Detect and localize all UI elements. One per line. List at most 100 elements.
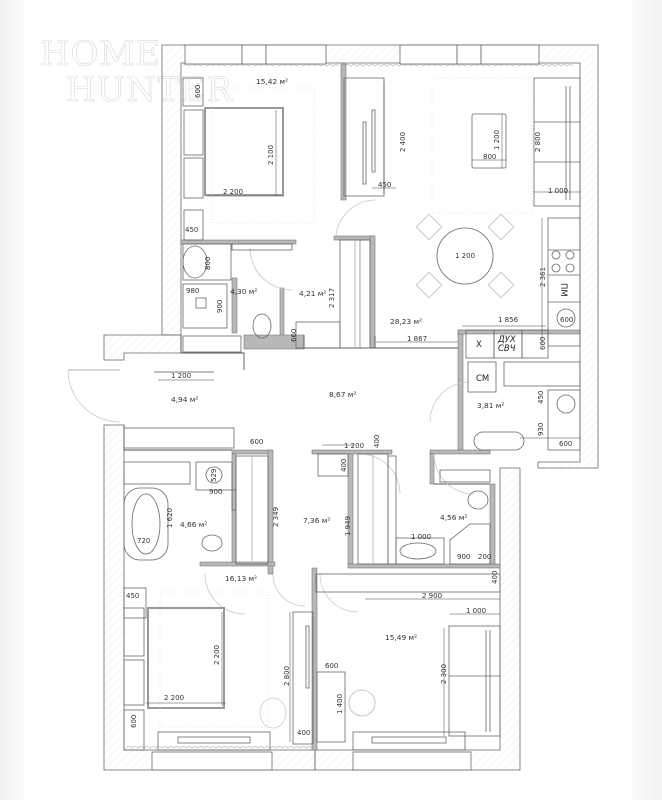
dim-label: 600 — [130, 715, 138, 728]
exterior-walls — [103, 44, 599, 771]
dimension-lines — [146, 82, 580, 742]
entry-furniture — [123, 371, 235, 449]
dim-label: 450 — [126, 592, 139, 600]
dim-label: 1 620 — [166, 508, 174, 528]
sofa-top — [533, 77, 581, 207]
kitchen-furniture — [465, 217, 581, 451]
door-swings — [67, 199, 475, 615]
dim-label: 600 — [539, 337, 547, 350]
dim-label: 1 856 — [498, 316, 519, 324]
dim-label: 2 200 — [164, 694, 184, 702]
dim-label: 720 — [137, 537, 150, 545]
dim-label: 400 — [373, 435, 381, 448]
dim-label: 900 — [209, 488, 222, 496]
living-furniture — [415, 77, 581, 299]
rug-top — [211, 87, 315, 224]
area-wardrobe-top: 4,21 м² — [299, 289, 326, 298]
wardrobe-top-door — [335, 199, 377, 237]
area-bath-left: 4,66 м² — [180, 520, 207, 529]
dim-label: 2 361 — [539, 267, 547, 287]
oven-label: ДУХ — [497, 335, 516, 345]
dim-label: 600 — [325, 662, 338, 670]
area-bedroom-bottom-right: 15,49 м² — [385, 633, 417, 642]
dim-label: 1 200 — [493, 130, 501, 150]
dim-label: 900 — [457, 553, 470, 561]
dim-label: 980 — [186, 287, 199, 295]
bedroom-bottom-right-furniture — [315, 573, 501, 751]
bath-right-furniture — [395, 469, 491, 565]
dim-label: 2 200 — [223, 188, 243, 196]
area-bath-top: 4,30 м² — [230, 287, 257, 296]
appliance-labels: Х ДУХ СВЧ СМ ПМ — [476, 283, 568, 384]
dim-label: 529 — [210, 469, 218, 482]
dim-label: 2 800 — [534, 132, 542, 152]
page-edge-right — [632, 0, 662, 800]
dim-label: 660 — [290, 329, 298, 342]
dim-label: 2 200 — [213, 645, 221, 665]
coffee-table — [471, 113, 507, 169]
area-entry: 4,94 м² — [171, 395, 198, 404]
dishwasher-label: ПМ — [558, 283, 568, 297]
dim-label: 450 — [185, 226, 198, 234]
dim-label: 600 — [560, 316, 573, 324]
area-bedroom-bottom-left: 16,13 м² — [225, 574, 257, 583]
dim-label: 1 200 — [455, 252, 475, 260]
dim-label: 1 000 — [466, 607, 486, 615]
bed-bottom-left — [147, 607, 225, 709]
dim-label: 600 — [559, 440, 572, 448]
area-living-kitchen: 28,23 м² — [390, 317, 422, 326]
dim-label: 1 949 — [344, 516, 352, 536]
dim-label: 200 — [478, 553, 491, 561]
wardrobe-top — [343, 77, 385, 197]
fridge-label: Х — [476, 340, 482, 350]
dim-label: 2 317 — [328, 288, 336, 308]
dim-label: 2 900 — [422, 592, 442, 600]
dim-label: 800 — [483, 153, 496, 161]
dim-label: 1 000 — [411, 533, 431, 541]
bedroom-bottom-left-furniture — [123, 587, 314, 751]
dim-label: 2 300 — [440, 664, 448, 684]
bedroom-right-door — [319, 573, 359, 613]
corridor-door — [359, 453, 401, 495]
windows-bottom — [151, 751, 472, 771]
dim-label: 400 — [340, 459, 348, 472]
dimension-labels: 600 2 200 2 100 450 2 400 450 1 200 800 … — [126, 85, 573, 737]
bedroom-top-furniture — [182, 77, 385, 241]
area-hall: 8,67 м² — [329, 390, 356, 399]
corridor-furniture — [317, 453, 397, 565]
nightstand-top — [182, 77, 204, 107]
dim-label: 900 — [216, 300, 224, 313]
watermark-logo: HOME HUNTER — [40, 34, 234, 110]
watermark-line1: HOME — [40, 34, 162, 74]
bath-left-furniture — [123, 455, 269, 565]
dim-label: 1 400 — [336, 694, 344, 714]
curtains — [125, 64, 574, 749]
dim-label: 2 349 — [272, 507, 280, 527]
dim-label: 1 200 — [344, 442, 364, 450]
dining-table — [436, 227, 494, 285]
area-bath-right: 4,56 м² — [440, 513, 467, 522]
dim-label: 600 — [250, 438, 263, 446]
bathtub-left — [123, 487, 169, 561]
dim-label: 450 — [537, 391, 545, 404]
watermark-line2: HUNTER — [66, 70, 234, 110]
area-utility: 3,81 м² — [477, 401, 504, 410]
bath-top-door — [249, 247, 293, 291]
microwave-label: СВЧ — [498, 344, 516, 354]
room-area-labels: 15,42 м² 4,30 м² 4,21 м² 28,23 м² 4,94 м… — [171, 77, 504, 642]
bed-top — [204, 107, 284, 196]
dim-label: 1 000 — [548, 187, 568, 195]
bath-left-door — [272, 573, 306, 607]
dim-label: 600 — [194, 85, 202, 98]
washer-label: СМ — [476, 374, 489, 384]
utility-door — [429, 381, 471, 423]
rug-living — [431, 77, 533, 214]
bedroom-left-door — [204, 573, 246, 615]
dim-label: 2 400 — [399, 132, 407, 152]
dim-label: 400 — [297, 729, 310, 737]
page-edge-left — [0, 0, 24, 800]
wardrobe-room-furniture — [295, 239, 371, 349]
dim-label: 2 100 — [267, 145, 275, 165]
dim-label: 930 — [537, 423, 545, 436]
